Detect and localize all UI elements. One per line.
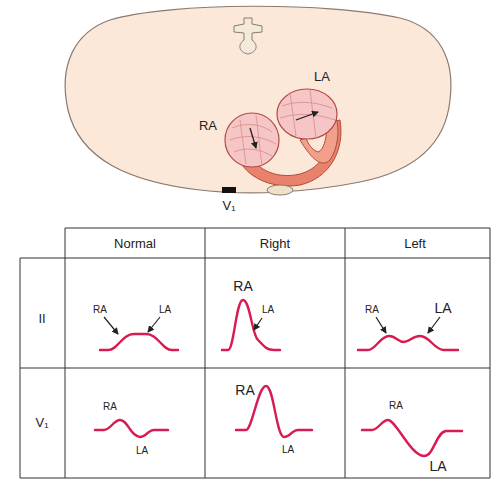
column-header: Left bbox=[404, 237, 426, 250]
p-wave bbox=[95, 300, 462, 456]
sternum bbox=[267, 185, 293, 195]
wave-label: RA bbox=[103, 402, 117, 412]
wave-label: RA bbox=[389, 401, 403, 411]
torso-outline bbox=[65, 6, 451, 193]
leader-arrow bbox=[104, 317, 440, 334]
wave-label: LA bbox=[159, 305, 171, 315]
chamber-label: LA bbox=[314, 70, 330, 83]
left-atrium bbox=[277, 89, 337, 139]
wave-label: RA bbox=[365, 305, 379, 315]
table-grid bbox=[20, 228, 490, 478]
right-atrium bbox=[225, 113, 279, 167]
electrode bbox=[222, 187, 236, 193]
wave-label: LA bbox=[429, 459, 446, 473]
column-header: Normal bbox=[114, 237, 156, 250]
wave-label: LA bbox=[282, 445, 294, 455]
row-header: II bbox=[38, 312, 45, 325]
vector-arrow bbox=[250, 128, 256, 148]
wave-label: RA bbox=[93, 305, 107, 315]
wave-label: RA bbox=[235, 383, 254, 397]
wave-label: LA bbox=[434, 301, 451, 315]
vector-arrow bbox=[296, 112, 318, 120]
chamber-label: RA bbox=[199, 119, 217, 132]
wave-label: LA bbox=[262, 305, 274, 315]
column-header: Right bbox=[260, 237, 290, 250]
wave-label: LA bbox=[136, 446, 148, 456]
wave-label: RA bbox=[233, 279, 252, 293]
row-header: V₁ bbox=[35, 416, 48, 429]
vertebra bbox=[234, 18, 262, 54]
lead-label: V₁ bbox=[222, 199, 235, 212]
